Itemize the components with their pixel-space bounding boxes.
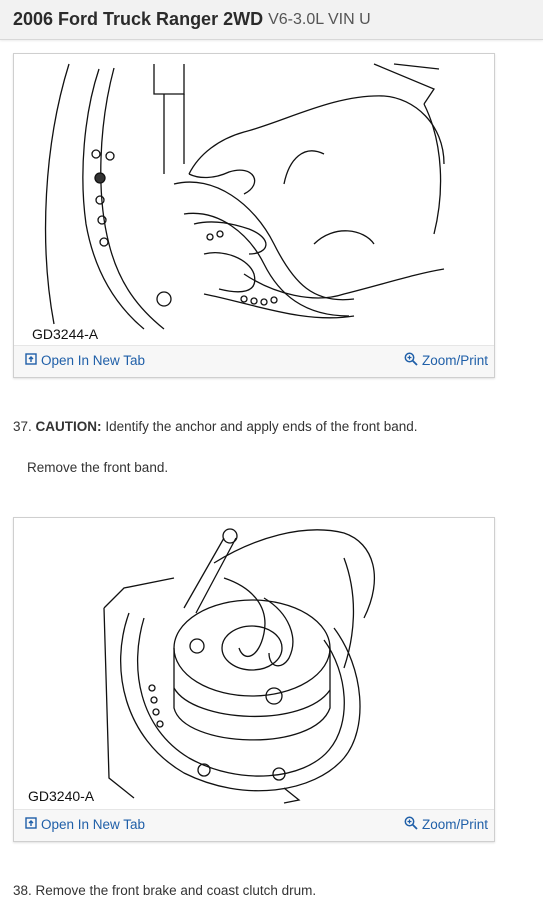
open-tab-icon [25,353,37,368]
zoom-print-link[interactable]: Zoom/Print [404,352,488,369]
page-header: 2006 Ford Truck Ranger 2WD V6-3.0L VIN U [0,0,543,40]
figure-code-label: GD3244-A [32,326,99,342]
open-tab-label: Open In New Tab [41,353,146,368]
figure-toolbar: Open In New Tab Zoom/Print [14,345,494,377]
open-tab-label: Open In New Tab [41,817,146,832]
step-37-substep: Remove the front band. [27,460,169,475]
step-37: 37. CAUTION: Identify the anchor and app… [13,419,418,434]
vehicle-title: 2006 Ford Truck Ranger 2WD [13,9,264,29]
open-in-new-tab-link[interactable]: Open In New Tab [25,353,145,368]
zoom-icon [404,816,418,833]
zoom-label: Zoom/Print [421,817,488,832]
step-38: 38. Remove the front brake and coast clu… [13,883,317,898]
zoom-icon [404,352,418,369]
figure-code-label: GD3240-A [28,788,95,804]
step-37-number: 37. [13,419,32,434]
caution-label: CAUTION: [35,419,102,434]
open-in-new-tab-link[interactable]: Open In New Tab [25,817,145,832]
figure-gd3240: GD3240-A Open In New Tab Zoom/Print [13,517,495,842]
figure-gd3244: GD3244-A Open In New Tab Zoom/Print [13,53,495,378]
figure-toolbar: Open In New Tab Zoom/Print [14,809,494,841]
engine-subtitle: V6-3.0L VIN U [268,10,371,28]
figure-illustration: GD3244-A [14,54,494,342]
figure-illustration: GD3240-A [14,518,494,806]
open-tab-icon [25,817,37,832]
step-37-text: Identify the anchor and apply ends of th… [105,419,418,434]
zoom-print-link[interactable]: Zoom/Print [404,816,488,833]
zoom-label: Zoom/Print [421,353,488,368]
